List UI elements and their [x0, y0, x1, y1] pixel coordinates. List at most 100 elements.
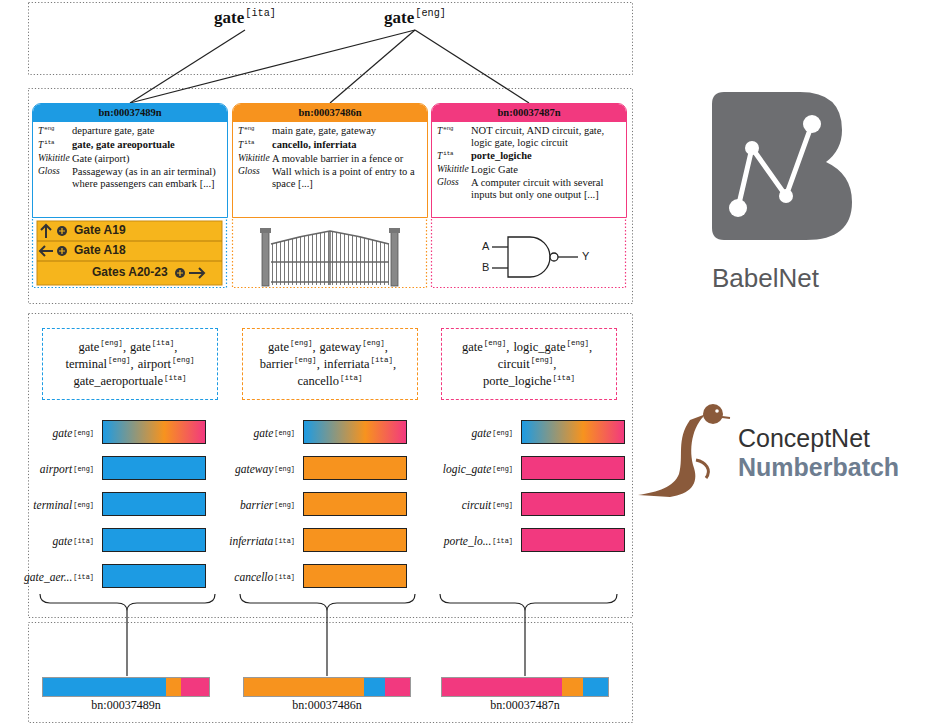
- row-value: cancello, inferriata: [272, 139, 422, 151]
- row-label: Teng: [238, 125, 272, 138]
- card-header: bn:00037489n: [33, 104, 227, 122]
- card-row: Titacancello, inferriata: [238, 139, 422, 152]
- word-text: [ita]: [164, 374, 187, 382]
- word-text: ,: [506, 340, 509, 354]
- card-row: Gloss Wall which is a point of entry to a…: [238, 166, 422, 190]
- row-value-text: Logic Gate: [471, 164, 518, 175]
- word-text: [eng]: [100, 339, 123, 347]
- embedding-bar: airport[eng]: [102, 456, 206, 480]
- word-text: circuit: [498, 357, 530, 371]
- word-text: [eng]: [108, 356, 131, 364]
- bar-label-text: [ita]: [274, 573, 295, 581]
- airport-sign-part: [37, 221, 222, 285]
- word-text: ,: [317, 357, 320, 371]
- figure-label: Numberbatch: [738, 453, 899, 482]
- word-text: [ita]: [340, 374, 363, 382]
- bar-label-text: gate: [254, 427, 274, 439]
- figure-label: Gates A20-23: [92, 266, 168, 280]
- lemma-text: gate: [384, 8, 414, 27]
- row-value-text: NOT circuit, AND circuit, gate, logic ga…: [471, 125, 604, 148]
- bar-segment: [442, 678, 562, 696]
- row-value-text: departure gate, gate: [72, 125, 155, 136]
- bar-label-text: [eng]: [73, 429, 94, 437]
- card-row: WikititleLogic Gate: [437, 164, 621, 176]
- bar-segment: [166, 678, 181, 696]
- bar-label-text: [ita]: [274, 537, 295, 545]
- row-label-text: T: [437, 151, 442, 161]
- bar-label: airport[eng]: [40, 457, 94, 481]
- row-label-text: T: [238, 140, 243, 150]
- bar-label-text: airport: [40, 463, 73, 475]
- synset-link: [415, 30, 529, 103]
- row-value: A computer circuit with several inputs b…: [471, 177, 621, 201]
- lemma-text: [eng]: [415, 8, 446, 19]
- lemma-text: [ita]: [245, 8, 276, 19]
- row-label-text: T: [437, 126, 442, 136]
- embedding-bar: porte_lo...[ita]: [521, 528, 625, 552]
- bar-label: circuit[eng]: [462, 493, 513, 517]
- word-text: [eng]: [172, 356, 195, 364]
- word-text: gate: [79, 340, 100, 354]
- brace-connectors: [40, 594, 617, 676]
- row-value-text: main gate, gate, gateway: [272, 125, 376, 136]
- row-label-text: T: [38, 126, 43, 136]
- word-set-box: gate[eng],gateway[eng],barrier[eng],infe…: [242, 328, 418, 400]
- figure-label: BabelNet: [712, 264, 819, 294]
- word-text: [eng]: [484, 339, 507, 347]
- bar-label-text: gate: [472, 427, 492, 439]
- figure-label: Gate A19: [74, 224, 126, 238]
- bar-label-text: [eng]: [492, 501, 513, 509]
- figure-label: ConceptNet: [738, 424, 870, 453]
- word-text: [ita]: [371, 356, 394, 364]
- bar-label-text: [eng]: [274, 429, 295, 437]
- babelnet-logo: [712, 92, 852, 240]
- bar-label: gateway[eng]: [235, 457, 295, 481]
- embedding-bar: gate[eng]: [102, 420, 206, 444]
- row-value-text: A computer circuit with several inputs b…: [471, 177, 603, 200]
- row-label-text: T: [238, 126, 243, 136]
- babelnet-logo-part: [803, 115, 821, 133]
- word-text: gate: [268, 340, 289, 354]
- row-label: Teng: [38, 125, 72, 138]
- row-label: Gloss: [238, 166, 272, 178]
- synset-id: bn:00037486n: [298, 107, 361, 118]
- embedding-bar: gate[eng]: [521, 420, 625, 444]
- row-label: Wikititle: [238, 153, 272, 165]
- nand-gate-symbol-part: [508, 237, 550, 277]
- airport-sign-part: [41, 225, 51, 238]
- bar-caption: bn:00037486n: [244, 698, 410, 713]
- panel-frames-part: [29, 314, 633, 618]
- card-body: TengNOT circuit, AND circuit, gate, logi…: [432, 122, 626, 204]
- row-label-text: Gloss: [238, 166, 260, 176]
- otter-logo-part: [703, 404, 723, 424]
- figure-label: A: [482, 240, 489, 253]
- word-set-box: gate[eng],logic_gate[eng],circuit[eng],p…: [441, 328, 617, 400]
- card-row: WikititleA movable barrier in a fence or: [238, 153, 422, 165]
- row-label: Wikititle: [437, 164, 471, 176]
- word-text: [eng]: [566, 339, 589, 347]
- image-frames-part: [33, 218, 227, 288]
- bar-label-text: [eng]: [73, 501, 94, 509]
- row-value-text: Wall which is a point of entry to a spac…: [272, 166, 415, 189]
- iron-gate: [260, 228, 400, 286]
- bar-label-text: gate: [53, 427, 73, 439]
- synset-id: bn:00037487n: [497, 107, 560, 118]
- word-text: terminal: [65, 357, 107, 371]
- word-line: porte_logiche[ita]: [483, 373, 575, 390]
- nand-gate-symbol-part: [558, 256, 578, 257]
- airport-sign-part: [37, 261, 222, 262]
- iron-gate-part: [389, 228, 400, 233]
- airport-sign-part: [59, 228, 65, 234]
- airport-sign-part: [37, 241, 222, 242]
- bar-label: gate[ita]: [53, 529, 95, 553]
- word-text: gate_aeroportuale: [73, 374, 163, 388]
- image-frames: [33, 218, 626, 288]
- row-value-text: cancello, inferriata: [272, 139, 357, 150]
- word-text: ,: [385, 340, 388, 354]
- nand-gate-symbol: [492, 237, 578, 277]
- word-text: ,: [589, 340, 592, 354]
- word-text: [ita]: [152, 339, 175, 347]
- word-line: cancello[ita]: [297, 373, 362, 390]
- bar-label: gate[eng]: [53, 421, 95, 445]
